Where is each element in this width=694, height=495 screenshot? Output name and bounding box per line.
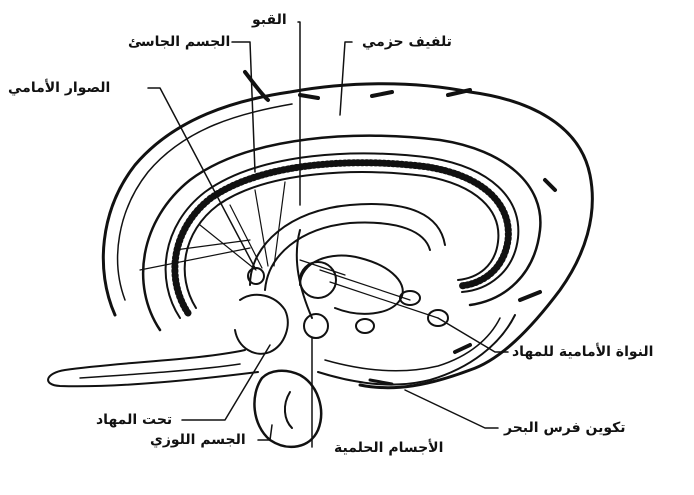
label-cingulate-gyrus: تلفيف حزمي (362, 34, 452, 50)
label-fornix: القبو (252, 12, 287, 28)
optic-stalk (48, 350, 258, 386)
projection-lines (140, 182, 438, 318)
leader-hippocampal (405, 390, 498, 428)
sulcus-mark-5 (545, 180, 555, 190)
label-hypothalamus: تحت المهاد (96, 412, 172, 428)
anterior-thalamic-nucleus-shape (300, 262, 336, 298)
label-mammillary-bodies: الأجسام الحلمية (334, 440, 443, 456)
corpus-callosum-inner (185, 172, 499, 308)
hippocampal-formation (318, 315, 515, 385)
nucleus-blob-3 (356, 319, 374, 333)
thalamus-shape (300, 256, 403, 314)
hypothalamus-region (235, 295, 288, 354)
label-anterior-commissure: الصوار الأمامي (8, 80, 110, 96)
fornix-arc (250, 204, 445, 285)
hippocampal-formation-inner (325, 318, 500, 371)
fornix-column (297, 230, 312, 318)
amygdala-shape (254, 371, 321, 447)
label-hippocampal-formation: تكوين فرس البحر (504, 420, 626, 436)
sulcus-mark-1 (245, 72, 268, 100)
sulcus-mark-6 (520, 292, 540, 300)
sulcus-mark-4 (448, 90, 470, 95)
sulcus-mark-7 (455, 345, 470, 352)
sulcus-mark-3 (372, 92, 392, 96)
label-corpus-callosum: الجسم الجاسئ (128, 34, 230, 50)
mammillary-body-shape (304, 314, 328, 338)
label-amygdala: الجسم اللوزي (150, 432, 246, 448)
amygdala-detail (285, 392, 292, 428)
sulcus-mark-2 (300, 95, 318, 98)
label-anterior-thalamic-nucleus: النواة الأمامية للمهاد (512, 344, 653, 360)
leader-cingulate (340, 42, 352, 115)
